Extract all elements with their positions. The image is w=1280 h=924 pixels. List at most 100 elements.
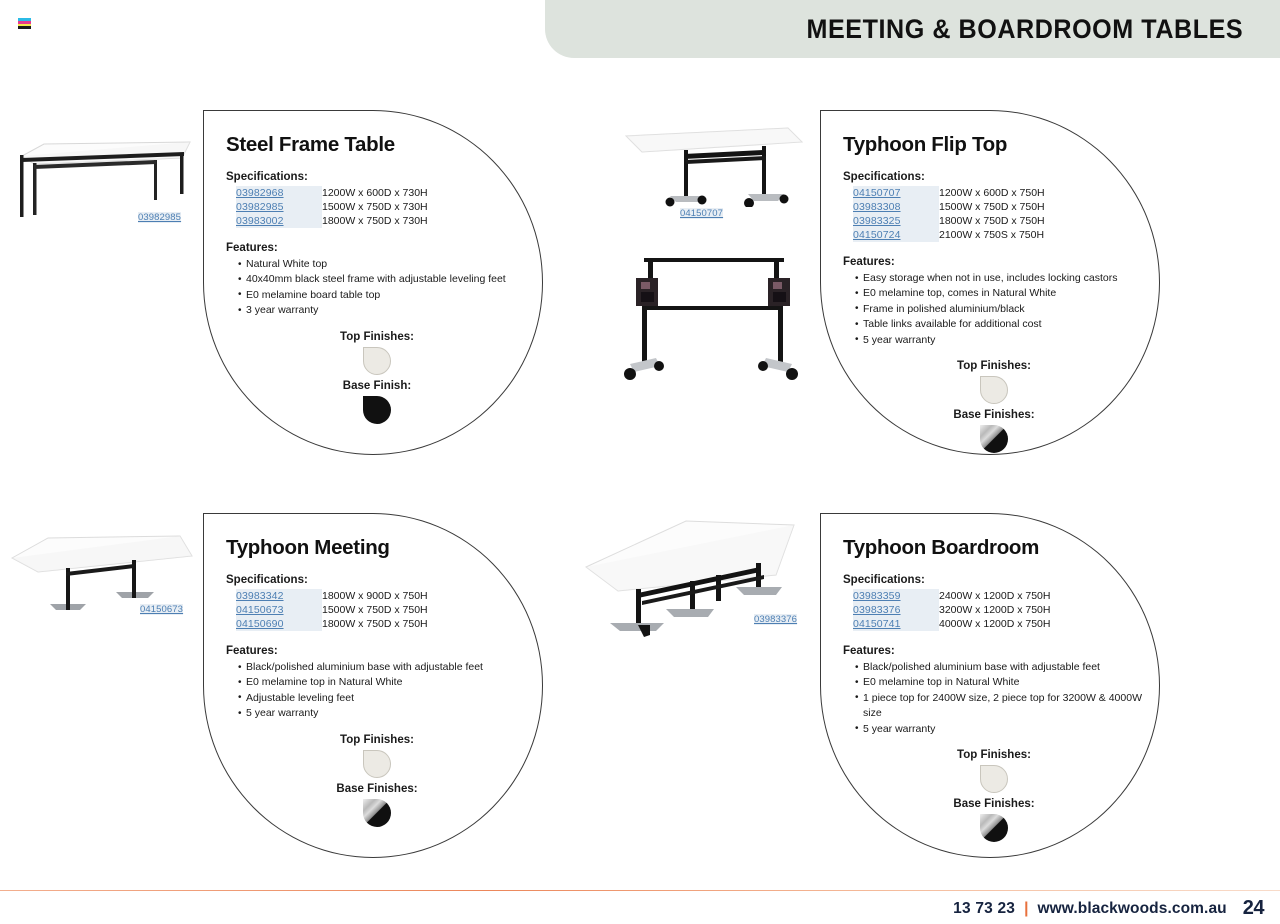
- features-label: Features:: [843, 645, 895, 657]
- base-finishes-label: Base Finishes:: [336, 782, 418, 795]
- product-card-typhoon-boardroom: Typhoon Boardroom Specifications: 039833…: [820, 513, 1160, 858]
- spec-dimensions: 1800W x 750D x 750H: [939, 215, 1045, 227]
- top-finishes-label: Top Finishes:: [957, 749, 1031, 762]
- photo-code-link[interactable]: 03983376: [754, 614, 798, 625]
- base-finishes-label: Base Finish:: [342, 379, 412, 392]
- finishes-section: Top Finishes: Base Finishes:: [845, 749, 1143, 843]
- features-list: Easy storage when not in use, includes l…: [843, 270, 1143, 348]
- spec-code-link[interactable]: 04150724: [853, 228, 939, 242]
- list-item: 5 year warranty: [855, 332, 1143, 348]
- finishes-section: Top Finishes: Base Finishes:: [845, 360, 1143, 454]
- product-title: Typhoon Meeting: [226, 536, 390, 559]
- table-row: 03983002 1800W x 750D x 730H: [236, 214, 428, 228]
- specifications-table: 03983359 2400W x 1200D x 750H 03983376 3…: [853, 589, 1050, 631]
- list-item: Natural White top: [238, 256, 526, 272]
- spec-dimensions: 1800W x 900D x 750H: [322, 590, 428, 602]
- spec-code-link[interactable]: 03983308: [853, 200, 939, 214]
- footer-phone[interactable]: 13 73 23: [953, 899, 1016, 917]
- finishes-section: Top Finishes: Base Finishes:: [228, 734, 526, 827]
- table-row: 04150690 1800W x 750D x 750H: [236, 617, 428, 631]
- product-title: Typhoon Boardroom: [843, 536, 1040, 559]
- photo-code-link[interactable]: 04150673: [140, 604, 184, 615]
- table-row: 04150673 1500W x 750D x 750H: [236, 603, 428, 617]
- features-label: Features:: [226, 242, 278, 254]
- page-title: MEETING & BOARDROOM TABLES: [806, 13, 1244, 44]
- list-item: 5 year warranty: [855, 721, 1143, 737]
- features-label: Features:: [226, 645, 278, 657]
- swatch-black: [363, 395, 391, 424]
- finishes-section: Top Finishes: Base Finish:: [228, 331, 526, 424]
- spec-dimensions: 1500W x 750D x 750H: [322, 604, 428, 616]
- swatch-natural-white: [980, 376, 1008, 405]
- list-item: Easy storage when not in use, includes l…: [855, 270, 1143, 286]
- spec-code-link[interactable]: 04150690: [236, 617, 322, 631]
- spec-code-link[interactable]: 03983359: [853, 589, 939, 603]
- spec-dimensions: 1200W x 600D x 750H: [939, 187, 1045, 199]
- table-row: 04150724 2100W x 750S x 750H: [853, 228, 1045, 242]
- features-list: Black/polished aluminium base with adjus…: [226, 659, 526, 722]
- spec-dimensions: 1500W x 750D x 750H: [939, 201, 1045, 213]
- list-item: 3 year warranty: [238, 303, 526, 319]
- specifications-label: Specifications:: [226, 171, 308, 183]
- footer-website-link[interactable]: www.blackwoods.com.au: [1037, 899, 1227, 917]
- photo-code-link[interactable]: 04150707: [680, 208, 724, 219]
- table-row: 03983308 1500W x 750D x 750H: [853, 200, 1045, 214]
- list-item: E0 melamine top, comes in Natural White: [855, 286, 1143, 302]
- list-item: 5 year warranty: [238, 706, 526, 722]
- spec-code-link[interactable]: 04150673: [236, 603, 322, 617]
- swatch-natural-white: [363, 749, 391, 778]
- spec-code-link[interactable]: 04150741: [853, 617, 939, 631]
- features-label: Features:: [843, 256, 895, 268]
- spec-dimensions: 3200W x 1200D x 750H: [939, 604, 1051, 616]
- features-list: Black/polished aluminium base with adjus…: [843, 659, 1143, 737]
- swatch-polished-aluminium-black: [363, 798, 391, 827]
- product-card-typhoon-flip-top: Typhoon Flip Top Specifications: 0415070…: [820, 110, 1160, 455]
- list-item: E0 melamine board table top: [238, 287, 526, 303]
- product-card-steel-frame-table: Steel Frame Table Specifications: 039829…: [203, 110, 543, 455]
- specifications-table: 03982968 1200W x 600D x 730H 03982985 15…: [236, 186, 428, 228]
- list-item: 1 piece top for 2400W size, 2 piece top …: [855, 690, 1143, 722]
- list-item: Table links available for additional cos…: [855, 317, 1143, 333]
- top-finishes-label: Top Finishes:: [340, 330, 414, 343]
- specifications-label: Specifications:: [843, 574, 925, 586]
- spec-code-link[interactable]: 04150707: [853, 186, 939, 200]
- spec-code-link[interactable]: 03983376: [853, 603, 939, 617]
- top-finishes-label: Top Finishes:: [340, 733, 414, 746]
- list-item: Black/polished aluminium base with adjus…: [238, 659, 526, 675]
- product-photo-steel-frame-table: [4, 108, 200, 220]
- table-row: 03983325 1800W x 750D x 750H: [853, 214, 1045, 228]
- table-row: 03983342 1800W x 900D x 750H: [236, 589, 428, 603]
- spec-code-link[interactable]: 03982968: [236, 186, 322, 200]
- product-photo-typhoon-boardroom: [580, 505, 820, 640]
- product-photo-typhoon-flip-top-folded: [612, 248, 812, 394]
- product-card-typhoon-meeting: Typhoon Meeting Specifications: 03983342…: [203, 513, 543, 858]
- spec-code-link[interactable]: 03983342: [236, 589, 322, 603]
- swatch-polished-aluminium-black: [980, 425, 1008, 454]
- list-item: E0 melamine top in Natural White: [238, 675, 526, 691]
- spec-dimensions: 4000W x 1200D x 750H: [939, 618, 1051, 630]
- specifications-table: 04150707 1200W x 600D x 750H 03983308 15…: [853, 186, 1045, 242]
- page-header-banner: MEETING & BOARDROOM TABLES: [545, 0, 1280, 58]
- table-row: 04150707 1200W x 600D x 750H: [853, 186, 1045, 200]
- spec-dimensions: 2100W x 750S x 750H: [939, 229, 1045, 241]
- list-item: E0 melamine top in Natural White: [855, 675, 1143, 691]
- spec-dimensions: 1200W x 600D x 730H: [322, 187, 428, 199]
- cmyk-registration-mark-icon: [18, 18, 31, 29]
- list-item: Black/polished aluminium base with adjus…: [855, 659, 1143, 675]
- spec-code-link[interactable]: 03983002: [236, 214, 322, 228]
- page-number: 24: [1242, 897, 1265, 919]
- swatch-natural-white: [980, 765, 1008, 794]
- table-row: 03983376 3200W x 1200D x 750H: [853, 603, 1050, 617]
- table-row: 03982985 1500W x 750D x 730H: [236, 200, 428, 214]
- spec-code-link[interactable]: 03983325: [853, 214, 939, 228]
- photo-code-link[interactable]: 03982985: [138, 212, 182, 223]
- spec-code-link[interactable]: 03982985: [236, 200, 322, 214]
- base-finishes-label: Base Finishes:: [953, 409, 1035, 422]
- product-title: Steel Frame Table: [226, 133, 395, 156]
- swatch-natural-white: [363, 346, 391, 375]
- spec-dimensions: 2400W x 1200D x 750H: [939, 590, 1051, 602]
- swatch-polished-aluminium-black: [980, 814, 1008, 843]
- specifications-label: Specifications:: [226, 574, 308, 586]
- spec-dimensions: 1800W x 750D x 730H: [322, 215, 428, 227]
